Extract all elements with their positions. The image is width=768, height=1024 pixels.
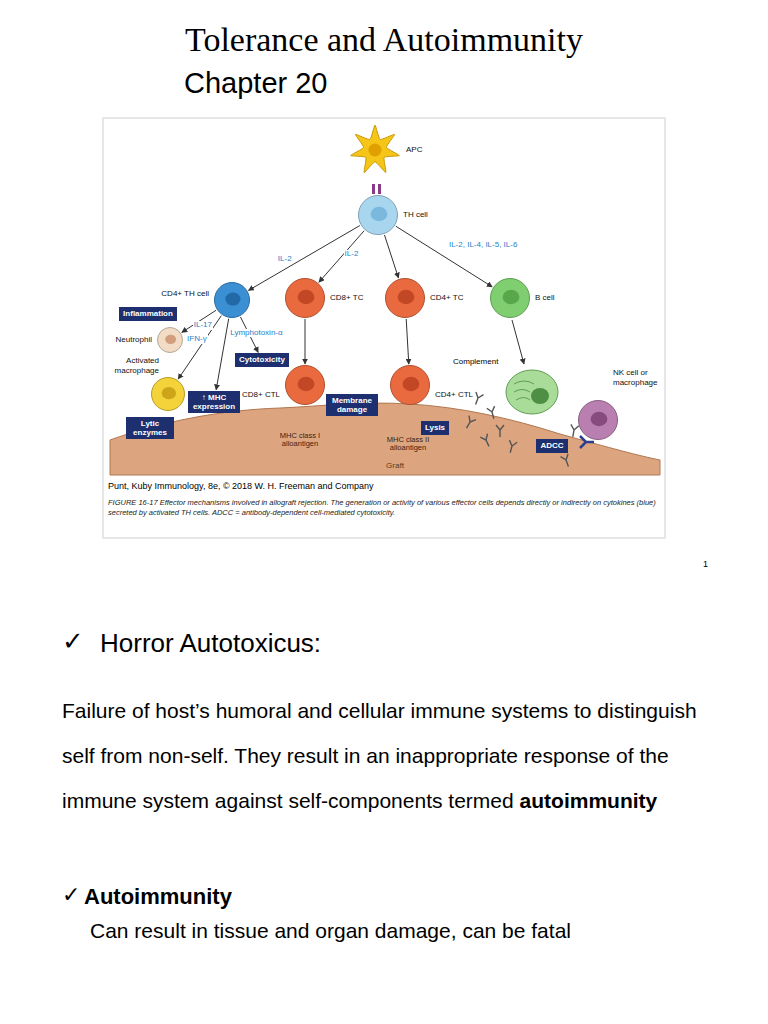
cell-shape <box>151 377 185 411</box>
arrow-connector <box>182 310 216 332</box>
section-heading: Autoimmunity <box>84 884 232 910</box>
cell-label: CD8+ CTL <box>241 390 281 400</box>
macrophage-cell: Activated macrophage <box>151 377 185 411</box>
cell-label: CD8+ TC <box>329 293 364 303</box>
cell-shape <box>390 365 430 405</box>
cytokine-label: IL-2 <box>344 250 360 259</box>
cell-shape <box>285 278 325 318</box>
cell-label: APC <box>405 145 423 155</box>
part-label: MHC class II alloantigen <box>382 436 434 453</box>
arrow-connector <box>319 231 364 282</box>
cell-shape <box>157 327 183 353</box>
cell-shape <box>385 278 425 318</box>
check-mark: ✓ <box>62 882 80 908</box>
cell-label: CD4+ CTL <box>434 390 474 400</box>
helper-t-cell: TH cell <box>358 195 398 235</box>
body-text: autoimmunity <box>520 789 658 812</box>
effect-label: ADCC <box>540 441 563 450</box>
cell-label: CD4+ TC <box>429 293 464 303</box>
effect-label: Lytic enzymes <box>130 419 170 437</box>
cell-label: TH cell <box>402 210 429 220</box>
apc-cell: APC <box>349 124 401 176</box>
part-label: MHC class I alloantigen <box>274 432 326 449</box>
cytokine-label: Lymphotoxin-α <box>229 329 283 338</box>
figure-caption: FIGURE 16-17 Effector mechanisms involve… <box>108 498 660 518</box>
cell-label: Graft <box>385 461 405 471</box>
cd4-tc-cell: CD4+ TC <box>385 278 425 318</box>
effect-label: ↑ MHC expression <box>192 393 236 411</box>
cell-shape <box>285 365 325 405</box>
chapter-heading: Chapter 20 <box>184 66 584 101</box>
effect-box: Cytotoxicity <box>235 353 289 366</box>
cell-shape <box>578 400 618 440</box>
effect-label: Lysis <box>425 423 445 432</box>
arrow-connector <box>396 226 492 287</box>
part-label: Complement <box>452 358 499 367</box>
cd8-tc-cell: CD8+ TC <box>285 278 325 318</box>
neutrophil-cell: Neutrophil <box>157 327 183 353</box>
graft-tissue: Graft <box>110 398 660 475</box>
cd4-th-cell: CD4+ TH cell <box>214 282 250 318</box>
section-heading: Horror Autotoxicus: <box>100 628 321 659</box>
body-text: Can result in tissue and organ damage, c… <box>90 918 571 943</box>
plasma-cell <box>506 370 558 414</box>
effect-label: Cytotoxicity <box>239 355 285 364</box>
citation: Punt, Kuby Immunology, 8e, © 2018 W. H. … <box>108 482 374 492</box>
cytokine-label: IFN-γ <box>186 335 208 344</box>
b-cell: B cell <box>490 278 530 318</box>
effect-box: ↑ MHC expression <box>188 391 240 413</box>
cytokine-label: IL-2, IL-4, IL-5, IL-6 <box>448 241 518 250</box>
effect-box: Inflammation <box>119 307 177 320</box>
arrow-connector <box>305 319 306 364</box>
differentiation-arrow <box>512 320 524 364</box>
page-title: Tolerance and Autoimmunity <box>0 20 768 61</box>
apc-shape <box>349 124 401 176</box>
cell-shape <box>214 282 250 318</box>
cell-shape <box>358 195 398 235</box>
cell-label: B cell <box>534 293 556 303</box>
cytokine-label: IL-17 <box>193 321 213 330</box>
graft-shape <box>110 398 660 475</box>
check-mark: ✓ <box>62 626 84 657</box>
page-number: 1 <box>703 560 708 569</box>
cell-label: Activated macrophage <box>108 356 160 375</box>
cell-shape <box>490 278 530 318</box>
apc-receptor <box>372 184 381 194</box>
cell-label: CD4+ TH cell <box>160 289 210 299</box>
arrow-connector <box>384 235 398 278</box>
cd8-ctl-cell: CD8+ CTL <box>285 365 325 405</box>
arrow-connector <box>406 319 409 364</box>
paragraph: Failure of host’s humoral and cellular i… <box>62 688 722 823</box>
effect-box: ADCC <box>536 439 567 452</box>
cell-label: Neutrophil <box>115 335 153 345</box>
cytokine-label: IL-2 <box>277 255 293 264</box>
cd4-ctl-cell: CD4+ CTL <box>390 365 430 405</box>
effect-box: Lysis <box>421 421 449 434</box>
effect-label: Inflammation <box>123 309 173 318</box>
effect-box: Membrane damage <box>326 394 378 416</box>
effect-box: Lytic enzymes <box>126 417 174 439</box>
effect-label: Membrane damage <box>330 396 374 414</box>
nk-cell: NK cell or macrophage <box>578 400 618 440</box>
arrow-connector <box>216 319 229 390</box>
cell-label: NK cell or macrophage <box>612 368 662 387</box>
arrow-connector <box>178 316 221 379</box>
